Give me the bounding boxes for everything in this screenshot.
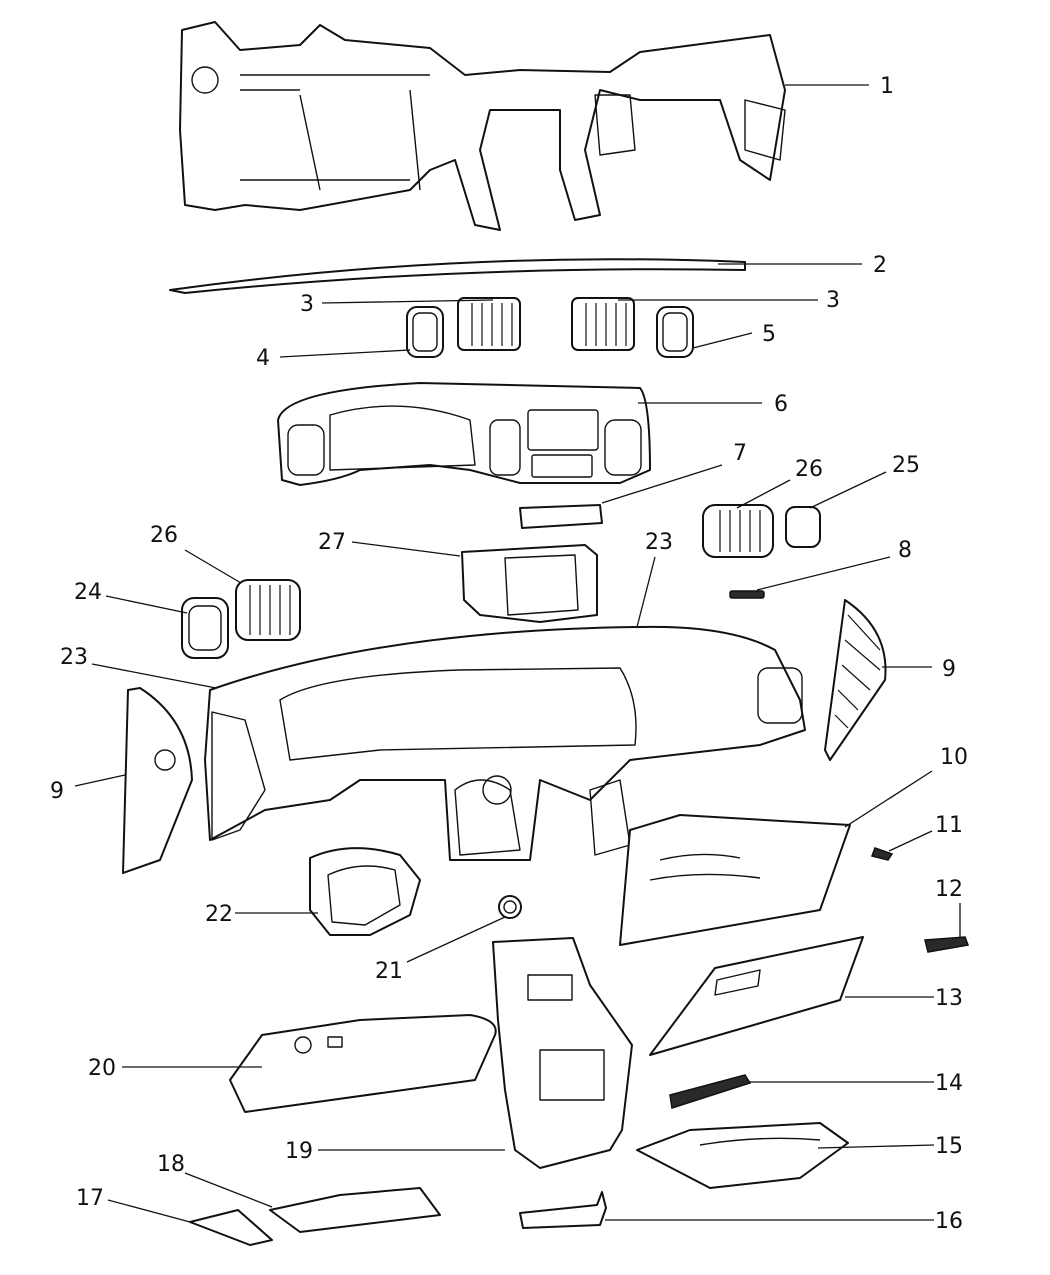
callout-17: 17: [76, 1186, 104, 1211]
part-3-outlet-vent-right[interactable]: [571, 297, 635, 351]
callout-1: 1: [880, 74, 894, 99]
callout-16: 16: [935, 1209, 963, 1234]
callout-11: 11: [935, 813, 963, 838]
callout-5: 5: [762, 322, 776, 347]
callout-7: 7: [733, 441, 747, 466]
leader-lines: [74, 84, 961, 1223]
callout-26-left: 26: [150, 523, 178, 548]
callout-13: 13: [935, 986, 963, 1011]
callout-9-right: 9: [942, 657, 956, 682]
callout-26-right: 26: [795, 457, 823, 482]
part-9-end-cap-left[interactable]: [122, 687, 193, 874]
part-8-clip[interactable]: [729, 590, 765, 599]
callout-18: 18: [157, 1152, 185, 1177]
part-7-panel[interactable]: [519, 504, 603, 529]
part-13-glove-box-door[interactable]: [649, 936, 864, 1056]
callout-2: 2: [873, 253, 887, 278]
part-15-lower-tray[interactable]: [636, 1122, 849, 1189]
callout-12: 12: [935, 877, 963, 902]
part-5-vent-bezel[interactable]: [656, 306, 694, 358]
part-6-cluster-bezel[interactable]: [277, 382, 651, 486]
part-18-duct[interactable]: [269, 1187, 441, 1233]
part-9-side-cover-right[interactable]: [824, 599, 887, 761]
callout-19: 19: [285, 1139, 313, 1164]
part-2-defroster-strip[interactable]: [169, 258, 746, 294]
part-11-latch[interactable]: [871, 847, 894, 861]
callout-21: 21: [375, 959, 403, 984]
callout-3-left: 3: [300, 292, 314, 317]
part-4-vent-bezel[interactable]: [406, 306, 444, 358]
callout-27: 27: [318, 530, 346, 555]
part-17-duct[interactable]: [189, 1209, 273, 1246]
part-19-support-bracket[interactable]: [492, 937, 633, 1169]
callout-10: 10: [940, 745, 968, 770]
callout-9-left: 9: [50, 779, 64, 804]
callout-4: 4: [256, 346, 270, 371]
part-10-glove-box-bin[interactable]: [619, 814, 851, 946]
callout-23-left: 23: [60, 645, 88, 670]
part-22-column-cover[interactable]: [309, 847, 421, 936]
part-27-module[interactable]: [461, 544, 598, 623]
part-3-outlet-vent-left[interactable]: [457, 297, 521, 351]
callout-14: 14: [935, 1071, 963, 1096]
part-26-outlet-vent-left[interactable]: [235, 579, 301, 641]
callout-15: 15: [935, 1134, 963, 1159]
callout-23-top: 23: [645, 530, 673, 555]
part-20-knee-panel[interactable]: [229, 1014, 497, 1113]
part-25-vent-bezel[interactable]: [785, 506, 821, 548]
callout-25: 25: [892, 453, 920, 478]
part-21-ring[interactable]: [498, 895, 522, 919]
part-26-outlet-vent-right[interactable]: [702, 504, 774, 558]
part-16-bracket[interactable]: [519, 1191, 607, 1229]
callout-22: 22: [205, 902, 233, 927]
part-1-cross-car-beam[interactable]: [179, 21, 786, 231]
callout-3-right: 3: [826, 288, 840, 313]
part-12-latch[interactable]: [924, 936, 970, 953]
callout-numbers: 1 2 3 3 4 5 6 7 26 25 26 27 23 8 24 23 9…: [50, 74, 968, 1234]
callout-6: 6: [774, 392, 788, 417]
part-23-instrument-panel[interactable]: [204, 625, 806, 861]
callout-8: 8: [898, 538, 912, 563]
callout-20: 20: [88, 1056, 116, 1081]
part-14-handle[interactable]: [669, 1074, 752, 1109]
callout-24: 24: [74, 580, 102, 605]
part-24-vent-bezel[interactable]: [181, 597, 229, 659]
